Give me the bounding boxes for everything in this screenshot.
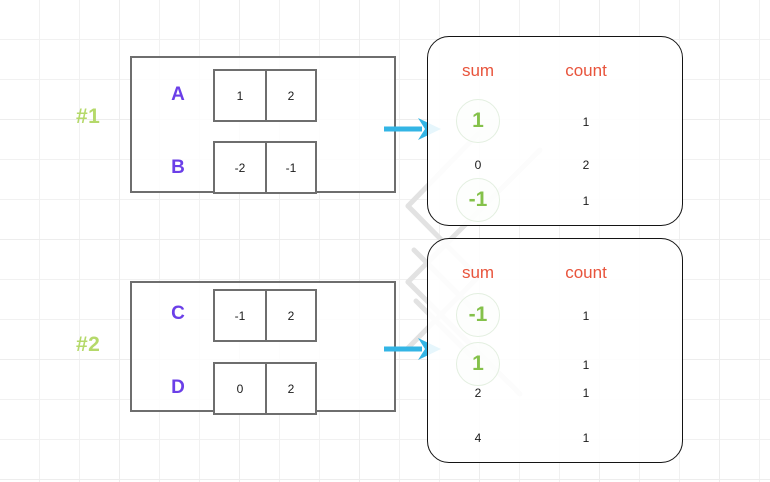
cell-c-1: 2 xyxy=(265,291,315,340)
sum-value-1-0: 1 xyxy=(433,99,523,143)
result-panel-group-2: sum count -1 1 1 1 2 1 4 1 xyxy=(427,238,683,463)
group-label-2: #2 xyxy=(76,333,101,356)
sum-value-2-1: 1 xyxy=(433,342,523,386)
result-panel-group-1: sum count 1 1 0 2 -1 1 xyxy=(427,36,683,226)
row-label-c: C xyxy=(171,303,185,324)
row-label-b: B xyxy=(171,157,185,178)
cell-c-0: -1 xyxy=(234,308,246,323)
count-value-1-2: 1 xyxy=(582,194,590,208)
count-value-2-0: 1 xyxy=(582,309,590,323)
count-value-2-2: 1 xyxy=(582,386,590,400)
sum-value-1-1: 0 xyxy=(474,158,482,172)
row-cells-d: 0 2 xyxy=(213,362,317,415)
column-header-count-1: count xyxy=(565,61,607,80)
cell-b-0: -2 xyxy=(234,160,246,175)
cell-d-0: 0 xyxy=(236,381,244,396)
group-label-1: #1 xyxy=(76,105,101,128)
sum-value-2-3: 4 xyxy=(474,431,482,445)
cell-d-1: 2 xyxy=(265,364,315,413)
row-cells-c: -1 2 xyxy=(213,289,317,342)
sum-value-2-0: -1 xyxy=(433,293,523,337)
count-value-2-3: 1 xyxy=(582,431,590,445)
row-label-d: D xyxy=(171,377,185,398)
cell-a-1: 2 xyxy=(265,71,315,120)
row-cells-a: 1 2 xyxy=(213,69,317,122)
cell-a-0: 1 xyxy=(236,88,244,103)
count-value-1-1: 2 xyxy=(582,158,590,172)
row-label-a: A xyxy=(171,84,185,105)
count-value-2-1: 1 xyxy=(582,358,590,372)
count-value-1-0: 1 xyxy=(582,115,590,129)
sum-value-2-2: 2 xyxy=(474,386,482,400)
column-header-sum-1: sum xyxy=(461,61,495,80)
sum-value-1-2: -1 xyxy=(433,178,523,222)
cell-b-1: -1 xyxy=(265,143,315,192)
column-header-sum-2: sum xyxy=(461,263,495,282)
row-cells-b: -2 -1 xyxy=(213,141,317,194)
column-header-count-2: count xyxy=(565,263,607,282)
